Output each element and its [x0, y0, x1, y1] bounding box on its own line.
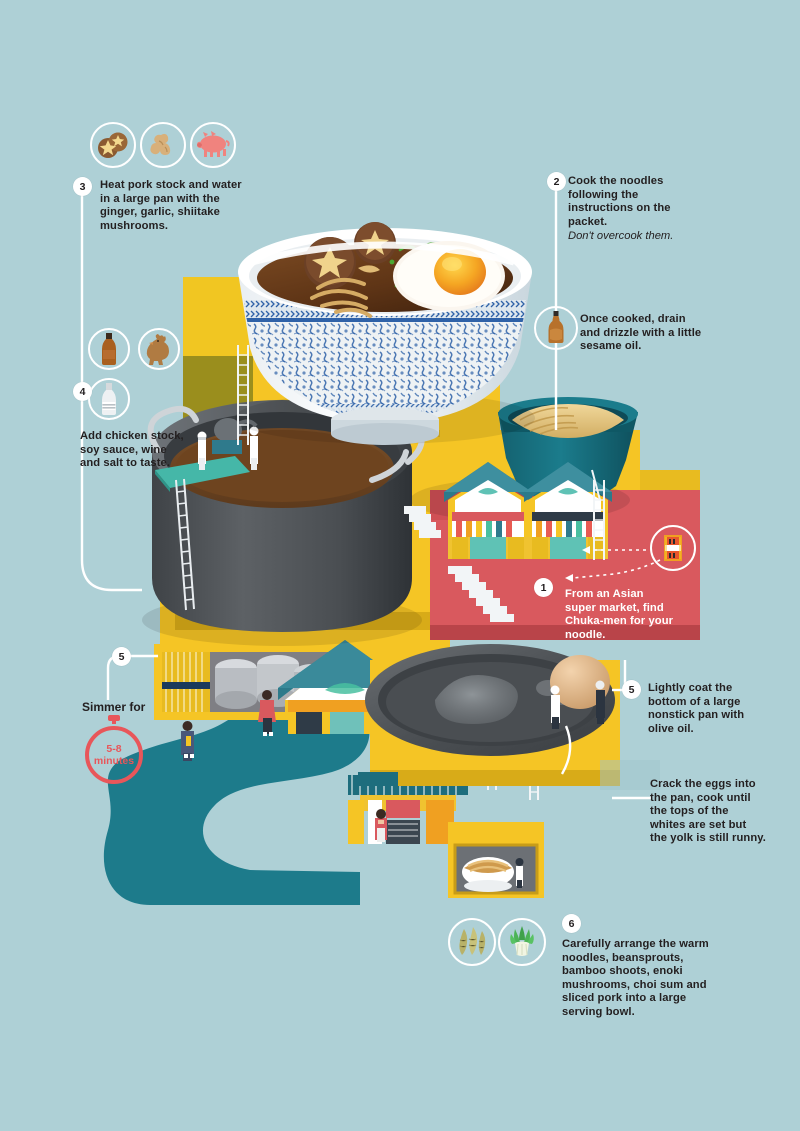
step-number-3: 3 — [73, 177, 92, 196]
shiitake-mushroom-icon — [90, 122, 136, 168]
sesame-oil-bottle-icon — [534, 306, 578, 350]
fried-egg-in-bowl — [393, 241, 505, 311]
small-teal-roof — [358, 772, 398, 786]
noodles-in-bowl — [310, 277, 372, 318]
callout-text-crack-eggs: Crack the eggs into the pan, cook until … — [650, 778, 766, 845]
step-2-note: Don't overcook them. — [568, 230, 674, 242]
market-stalls — [444, 462, 612, 559]
ladder-market — [593, 480, 605, 560]
wine-bottle-icon — [88, 378, 130, 420]
warehouse-building — [154, 644, 367, 720]
chuka-men-packet-icon — [650, 525, 696, 571]
ladder-bowl-right — [591, 469, 601, 501]
soy-sauce-bottle-icon — [88, 328, 130, 370]
ginger-root-icon — [140, 122, 186, 168]
bamboo-shoots-icon — [448, 918, 496, 966]
chef-figure-pan-1 — [550, 685, 560, 729]
white-staircase — [404, 506, 514, 622]
kimono-figure-3 — [258, 690, 276, 736]
step-text-4: Add chicken stock, soy sauce, wine and s… — [80, 430, 184, 470]
pork-pig-icon — [190, 122, 236, 168]
noodle-bowl — [498, 397, 638, 510]
packet-callout-line — [565, 546, 661, 582]
step-text-1: From an Asian super market, find Chuka-m… — [565, 588, 674, 641]
step-text-3: Heat pork stock and water in a large pan… — [100, 179, 242, 232]
step-number-4: 4 — [73, 382, 92, 401]
chicken-rooster-icon — [138, 328, 180, 370]
step-text-5: Lightly coat the bottom of a large nonst… — [648, 682, 745, 735]
chef-figure-display — [515, 858, 524, 888]
step-number-5-left: 5 — [112, 647, 131, 666]
step-number-6: 6 — [562, 914, 581, 933]
chef-figure-pot-2 — [249, 426, 259, 470]
giant-egg — [550, 655, 610, 709]
stock-pot — [142, 400, 425, 646]
step-text-2: Cook the noodles following the instructi… — [568, 175, 671, 228]
timer-unit: minutes — [93, 755, 135, 767]
simmer-stopwatch: 5-8 minutes — [85, 715, 157, 790]
timer-label: Simmer for — [82, 700, 146, 714]
noodle-display-box — [448, 822, 544, 898]
step-text-6: Carefully arrange the warm noodles, bean… — [562, 938, 709, 1018]
chef-figure-pot-1 — [197, 431, 207, 470]
callout-text-sesame-oil: Once cooked, drain and drizzle with a li… — [580, 313, 702, 353]
ladder-left — [237, 345, 249, 445]
kimono-figure-2 — [181, 721, 194, 761]
kimono-figure-1 — [375, 809, 387, 842]
step-number-1: 1 — [534, 578, 553, 597]
step-number-5-right: 5 — [622, 680, 641, 699]
chef-figure-pan-2 — [595, 680, 605, 724]
frying-pan — [365, 644, 620, 786]
step-number-2: 2 — [547, 172, 566, 191]
ramen-bowl — [235, 222, 535, 445]
choi-sum-icon — [498, 918, 546, 966]
timer-value: 5-8 — [106, 743, 122, 755]
